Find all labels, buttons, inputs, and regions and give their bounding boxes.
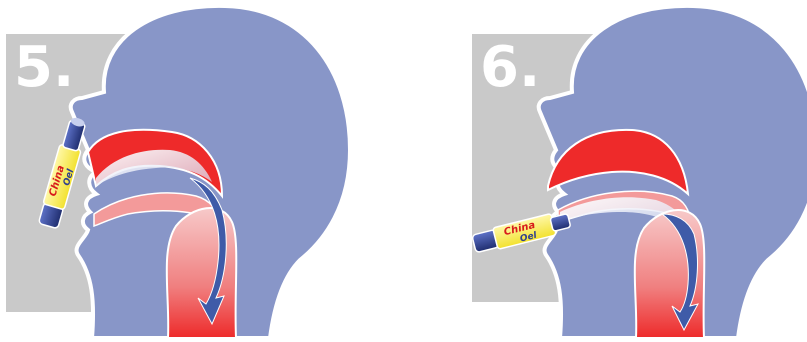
panel-step-6: China Oel 6. bbox=[471, 6, 807, 338]
step-number: 6. bbox=[480, 35, 540, 100]
step-number: 5. bbox=[14, 35, 74, 100]
throat bbox=[167, 208, 237, 338]
panel-step-5: China Oel 5. bbox=[6, 6, 350, 338]
